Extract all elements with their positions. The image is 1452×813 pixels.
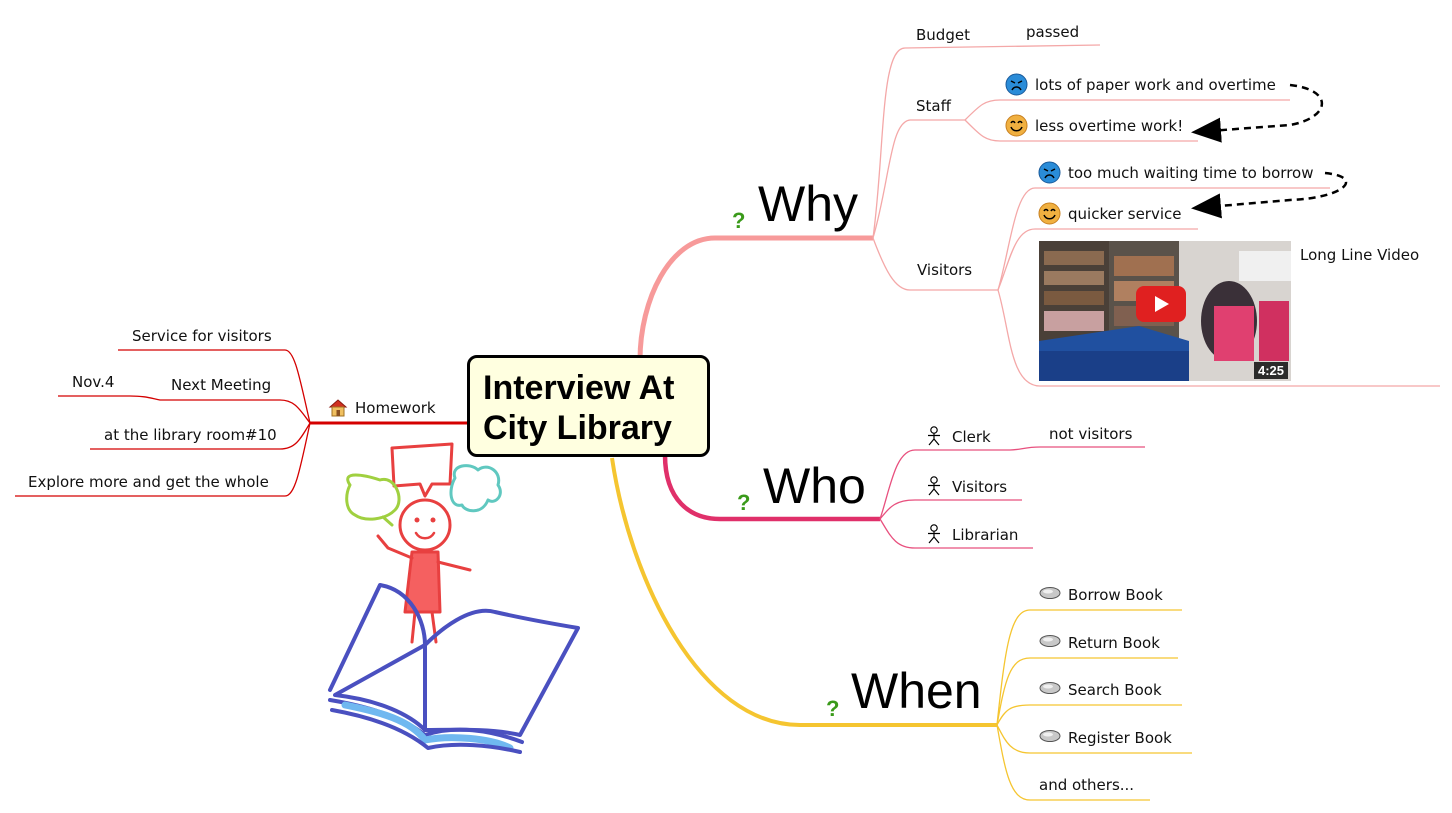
video-duration: 4:25	[1253, 362, 1288, 379]
who-item-librarian[interactable]: Librarian	[952, 526, 1019, 544]
who-sub-lines	[879, 446, 1145, 549]
when-item-register[interactable]: Register Book	[1068, 729, 1172, 747]
staff-problem-node[interactable]: lots of paper work and overtime	[1035, 76, 1276, 94]
reading-figure-illustration	[328, 442, 580, 754]
homework-node[interactable]: Homework	[355, 399, 436, 417]
video-title-node[interactable]: Long Line Video	[1300, 246, 1420, 264]
happy-face-icon	[1005, 114, 1028, 137]
question-mark-icon: ?	[826, 696, 840, 721]
when-item-others[interactable]: and others...	[1039, 776, 1135, 794]
homework-item-next-meeting[interactable]: Next Meeting	[171, 376, 272, 394]
staff-dashed-arrow	[1191, 83, 1324, 143]
question-mark-icon: ?	[737, 490, 751, 515]
budget-value-node[interactable]: passed	[1026, 23, 1080, 41]
oval-bullet-icon	[1039, 730, 1061, 742]
meeting-date-node[interactable]: Nov.4	[72, 373, 115, 391]
when-item-search[interactable]: Search Book	[1068, 681, 1162, 699]
visitors-problem-node[interactable]: too much waiting time to borrow	[1068, 164, 1314, 182]
person-icon	[928, 476, 940, 496]
homework-sub-lines	[15, 349, 311, 497]
staff-benefit-node[interactable]: less overtime work!	[1035, 117, 1184, 135]
who-branch-line	[662, 454, 880, 522]
sad-face-icon	[1005, 73, 1028, 96]
person-icon	[928, 524, 940, 544]
video-thumbnail[interactable]: 4:25	[1039, 241, 1291, 381]
person-icon	[928, 426, 940, 446]
sad-face-icon	[1038, 161, 1061, 184]
video-scene-image	[1039, 241, 1291, 381]
happy-face-icon	[1038, 202, 1061, 225]
who-topic[interactable]: Who	[763, 458, 866, 514]
clerk-note-node[interactable]: not visitors	[1049, 425, 1133, 443]
visitors-benefit-node[interactable]: quicker service	[1068, 205, 1182, 223]
central-topic-line1: Interview At	[483, 369, 675, 407]
homework-item-service[interactable]: Service for visitors	[132, 327, 272, 345]
when-topic[interactable]: When	[851, 663, 982, 719]
central-topic[interactable]: Interview At City Library	[467, 355, 710, 457]
why-branch-line	[637, 235, 873, 361]
who-item-visitors[interactable]: Visitors	[952, 478, 1008, 496]
play-button-icon[interactable]	[1136, 286, 1186, 322]
central-topic-line2: City Library	[483, 409, 672, 447]
when-branch-line	[610, 457, 997, 727]
why-visitors-node[interactable]: Visitors	[917, 261, 973, 279]
homework-item-explore[interactable]: Explore more and get the whole	[28, 473, 269, 491]
why-sub-lines	[872, 44, 1440, 387]
question-mark-icon: ?	[732, 208, 746, 233]
oval-bullet-icon	[1039, 635, 1061, 647]
when-item-borrow[interactable]: Borrow Book	[1068, 586, 1163, 604]
budget-node[interactable]: Budget	[916, 26, 970, 44]
oval-bullet-icon	[1039, 587, 1061, 599]
who-item-clerk[interactable]: Clerk	[952, 428, 991, 446]
visitors-dashed-arrow	[1191, 171, 1348, 219]
oval-bullet-icon	[1039, 682, 1061, 694]
homework-item-room[interactable]: at the library room#10	[104, 426, 277, 444]
house-icon	[328, 399, 348, 417]
when-item-return[interactable]: Return Book	[1068, 634, 1160, 652]
when-sub-lines	[996, 609, 1192, 801]
why-topic[interactable]: Why	[758, 176, 858, 232]
staff-node[interactable]: Staff	[916, 97, 951, 115]
